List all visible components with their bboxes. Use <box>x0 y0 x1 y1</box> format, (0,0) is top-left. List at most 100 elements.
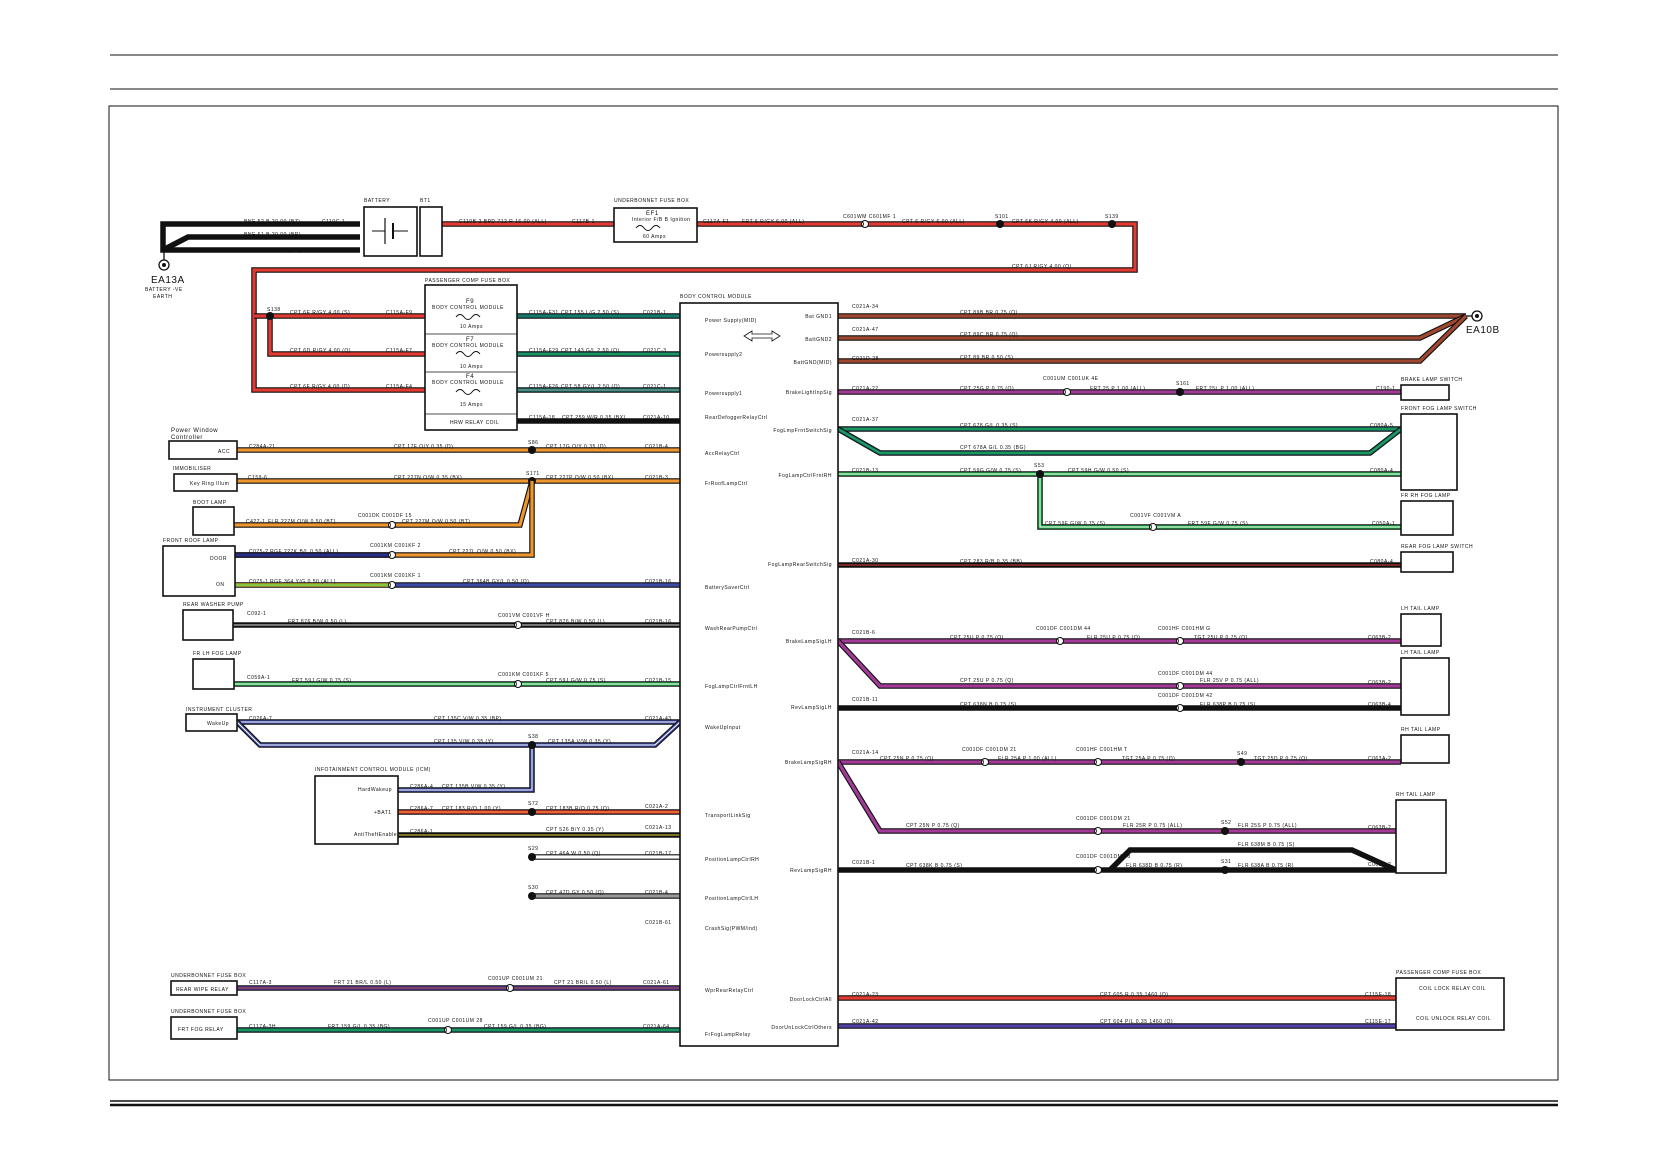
label-inline-c001hf: C001HF C001HM G <box>1158 626 1211 632</box>
wire-cpt6d <box>267 316 425 357</box>
instrument-cluster: INSTRUMENT CLUSTER WakeUp <box>185 707 252 732</box>
splice-s53 <box>1036 470 1044 478</box>
icm-pin-hardwakeup: HardWakeup <box>358 787 392 793</box>
ef1-rating: 60 Amps <box>643 234 666 240</box>
splice-s49 <box>1237 758 1245 766</box>
label-s29: S29 <box>528 846 538 852</box>
label-cpt135c: CPT 135C V/W 0.35 (BP) <box>434 716 502 722</box>
label-s139: S139 <box>1105 214 1119 220</box>
fuse-f9-desc: BODY CONTROL MODULE <box>432 305 504 311</box>
label-flr25r: FLR 25R P 0.75 (ALL) <box>1123 823 1182 829</box>
inline-connector <box>388 551 396 559</box>
inline-connector <box>388 521 396 529</box>
label-c115a-f29: C115A-F29 <box>529 348 559 354</box>
rh-tail-lamp-2: RH TAIL LAMP <box>1395 792 1447 874</box>
label-cpt46a: CPT 46A W 0.50 (Q) <box>546 851 601 857</box>
splice-s30 <box>528 892 536 900</box>
label-c021b-13: C021B-13 <box>852 468 879 474</box>
label-s86: S86 <box>528 440 538 446</box>
label-cpt89c: CPT 89C BR 0.75 (Q) <box>960 332 1018 338</box>
frt-fog-relay-label: FRT FOG RELAY <box>178 1027 224 1033</box>
wire-frt6-cpt6 <box>251 221 1138 316</box>
label-c092-1: C092-1 <box>247 611 266 617</box>
splice-s101 <box>996 220 1004 228</box>
label-frt876: FRT 876 B/W 0.50 (L) <box>288 619 347 625</box>
label-c021b-15: C021B-15 <box>645 678 672 684</box>
inline-connector <box>1056 637 1064 645</box>
label-bpd-712: C110B-2 BPD 712 R 16.00 (ALL) <box>459 219 547 225</box>
icm-label: INFOTAINMENT CONTROL MODULE (ICM) <box>315 767 431 773</box>
label-c117a-3: C117A-3 <box>249 980 272 986</box>
label-c080a-4: C080A-4 <box>1370 468 1393 474</box>
label-s30: S30 <box>528 885 538 891</box>
label-inline-c001df-21: C001DF C001DM 21 <box>962 747 1017 753</box>
label-c021b-4: C021B-4 <box>645 444 668 450</box>
label-c159-6: C159-6 <box>248 475 267 481</box>
label-flr25s: FLR 25S P 0.75 (ALL) <box>1238 823 1297 829</box>
inline-connector <box>981 758 989 766</box>
label-c021a-30: C021A-30 <box>852 558 879 564</box>
wire-cpt227m <box>234 480 535 528</box>
bcm-right-pin: BattGND(MID) <box>794 360 833 366</box>
fuse-f9-id: F9 <box>466 299 474 305</box>
label-inline-c001up-21: C001UP C001UM 21 <box>488 976 543 982</box>
label-cpt135b: CPT 135B V/W 0.35 (Y) <box>442 784 505 790</box>
bcm-left-pin: PositionLampCtrlLH <box>705 896 758 902</box>
power-window-controller: Power Window Controller ACC <box>168 428 238 460</box>
bcm-left-pin: Powersupply1 <box>705 391 742 397</box>
immobiliser: IMMOBILISER Key Ring Illum <box>173 466 238 492</box>
bcm-right-pin: Bat GND1 <box>805 314 832 320</box>
battery-conn: C110C-1 <box>322 219 345 225</box>
label-cpt58: CPT 58 GY/L 2.50 (Q) <box>561 384 620 390</box>
label-flr227m: FLR 227M O/W 0.50 (BT) <box>268 519 336 525</box>
label-cpt25g: CPT 25G P 0.75 (Q) <box>960 386 1014 392</box>
label-inline-c001df-21b: C001DF C001DM 21 <box>1076 816 1131 822</box>
bcm-left-pin: BatterySaverCtrl <box>705 585 750 591</box>
inline-connector <box>1094 866 1102 874</box>
rear-wipe-relay-label: REAR WIPE RELAY <box>176 987 229 993</box>
pwc-pin: ACC <box>218 449 230 455</box>
label-c021a-23: C021A-23 <box>852 992 879 998</box>
label-cpt59g: CPT 59G G/W 0.75 (S) <box>960 468 1021 474</box>
splice-s86 <box>528 446 536 454</box>
battery-label: BATTERY <box>364 198 390 204</box>
wire-cpt59f <box>1037 474 1401 530</box>
label-cpt155: CPT 155 L/G 2.50 (S) <box>561 310 619 316</box>
label-cpt605: CPT 605 R 0.35 1460 (Q) <box>1100 992 1168 998</box>
label-s101: S101 <box>995 214 1009 220</box>
label-inline-c001dk: C001DK C001DF 15 <box>358 513 412 519</box>
lh-tail-lamp-2-label: LH TAIL LAMP <box>1401 650 1440 656</box>
label-cpt17f: CPT 17F O/Y 0.35 (D) <box>394 444 453 450</box>
label-flr638d: FLR 638D B 0.75 (R) <box>1126 863 1182 869</box>
bt1-label: BT1 <box>420 198 431 204</box>
fuse-f9-icon <box>455 314 481 320</box>
fuse-f7-rating: 10 Amps <box>460 364 483 370</box>
fuse-f4-desc: BODY CONTROL MODULE <box>432 380 504 386</box>
label-cpt183b: CPT 183B R/O 0.75 (Q) <box>546 806 609 812</box>
label-cpt25u: CPT 25U P 0.75 (Q) <box>950 635 1004 641</box>
underbonnet-fusebox-ef1: UNDERBONNET FUSE BOX EF1 Interior F/B B … <box>613 198 698 243</box>
label-cpt25n: CPT 25N P 0.75 (Q) <box>880 756 934 762</box>
inline-connector <box>1094 758 1102 766</box>
brake-lamp-switch-label: BRAKE LAMP SWITCH <box>1401 377 1462 383</box>
lh-tail-lamp-2: LH TAIL LAMP <box>1400 650 1450 716</box>
label-flr638a: FLR 638A B 0.75 (R) <box>1238 863 1294 869</box>
label-c284a-21: C284A-21 <box>249 444 276 450</box>
label-cpt59j: CPT 59J G/W 0.75 (S) <box>546 678 606 684</box>
label-c059a-1: C059A-1 <box>247 675 270 681</box>
ground-right-id: EA10B <box>1466 325 1500 336</box>
label-c190-1: C190-1 <box>1376 386 1395 392</box>
ef1-label: EF1 <box>646 211 659 217</box>
label-cpt604: CPT 604 P/L 0.35 1460 (Q) <box>1100 1019 1173 1025</box>
label-s161: S161 <box>1176 381 1190 387</box>
label-cpt678: CPT 678 G/L 0.35 (S) <box>960 423 1018 429</box>
bidirectional-arrow-icon <box>743 330 781 342</box>
label-frt25l: FRT 25L P 1.00 (ALL) <box>1196 386 1254 392</box>
label-c063b-2-c: C063B-2 <box>1368 825 1391 831</box>
bcm-left-pin: FrFogLampRelay <box>705 1032 751 1038</box>
label-c021a-10: C021A-10 <box>643 415 670 421</box>
label-cpt59f-lower: CPT 59F G/W 0.75 (S) <box>1045 521 1105 527</box>
immobiliser-label: IMMOBILISER <box>173 466 211 472</box>
fuse-f7-icon <box>455 351 481 357</box>
